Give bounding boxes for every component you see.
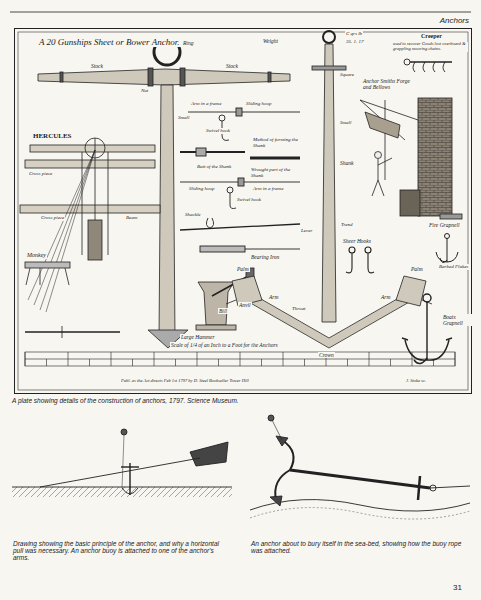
page-number: 31 [452,584,463,593]
part-label: Anchor Smiths Forge and Bellows [362,78,414,90]
part-label: Small [339,120,352,126]
creeper [404,59,452,72]
part-label: Monkey [26,252,47,259]
part-label: Swivel hook [236,197,262,203]
part-label: Cross piece [40,215,65,221]
scale-bar [25,352,455,366]
part-label: Boats Grapnell [442,314,472,326]
part-label: Shackle [184,212,202,218]
part-label: Wrought part of the Shank [250,167,302,178]
figure-caption: Drawing showing the basic principle of t… [12,540,229,561]
part-label: Large Hammer [180,334,216,340]
part-label: Stock [90,63,104,69]
part-label: Anvil [238,302,252,308]
part-label: Nut [140,88,149,94]
part-label: Sheer Hooks [342,238,372,244]
boats-grapnell [402,294,452,364]
plate-title: A 20 Gunships Sheet or Bower Anchor. [37,37,181,47]
forge-and-bellows [360,98,462,219]
part-label: Palm [236,266,250,272]
part-label: Fire Grapnell [428,222,461,228]
part-label: Creeper [420,33,443,40]
figure-caption: An anchor about to bury itself in the se… [250,540,470,554]
part-label: Method of forming the Shank [252,137,304,148]
part-label: used to recover Goods lost overboard & g… [392,42,468,52]
anchor-principle-drawing [12,429,232,497]
part-label: Palm [410,266,424,272]
running-head: Anchors [440,16,469,25]
page-rule [10,12,471,13]
part-label: Butt of the Shank [196,164,232,170]
part-label: Beam [125,215,138,221]
part-label: C qrs lb [345,31,363,37]
fire-grapnell [436,234,458,263]
sheer-hooks [346,247,374,273]
part-label: Swivel hook [205,128,231,134]
part-label: 35. 1. 17 [345,39,365,45]
forging-tackle [180,108,300,252]
anchor-burying-drawing [250,415,470,519]
part-label: Arm in a frame [252,186,284,192]
part-label: Barbed Flukes [438,264,470,270]
part-label: Scale of 1/4 of an Inch to a Foot for th… [170,342,279,348]
part-label: Trend [340,222,353,228]
part-label: Crown [318,352,335,358]
part-label: Bill [218,308,228,314]
part-label: J. Stoke sc. [405,379,427,384]
plate-caption: A plate showing details of the construct… [12,397,467,404]
part-label: Cross piece [28,171,53,177]
part-label: Throat [291,306,306,312]
plate-border [18,32,468,390]
hercules-machine [20,138,160,338]
part-label: Sliding hoop [245,101,272,107]
part-label: Lever [300,228,313,234]
part-label: Square [339,72,355,78]
part-label: Arm [380,294,391,300]
part-label: Publ. as the Act directs Feb 1st 1797 by… [120,379,250,384]
part-label: Sliding hoop [188,186,215,192]
part-label: Arm [268,294,279,300]
anchor-side-view [226,31,432,348]
part-label: Small [177,115,190,121]
part-label: Stock [225,63,239,69]
part-label: Ring [182,40,194,46]
part-label: Weight [262,38,279,44]
part-label: HERCULES [32,133,73,141]
part-label: Shank [339,160,354,166]
part-label: Arm in a frame [190,101,222,107]
part-label: Bearing Iron [250,254,280,260]
